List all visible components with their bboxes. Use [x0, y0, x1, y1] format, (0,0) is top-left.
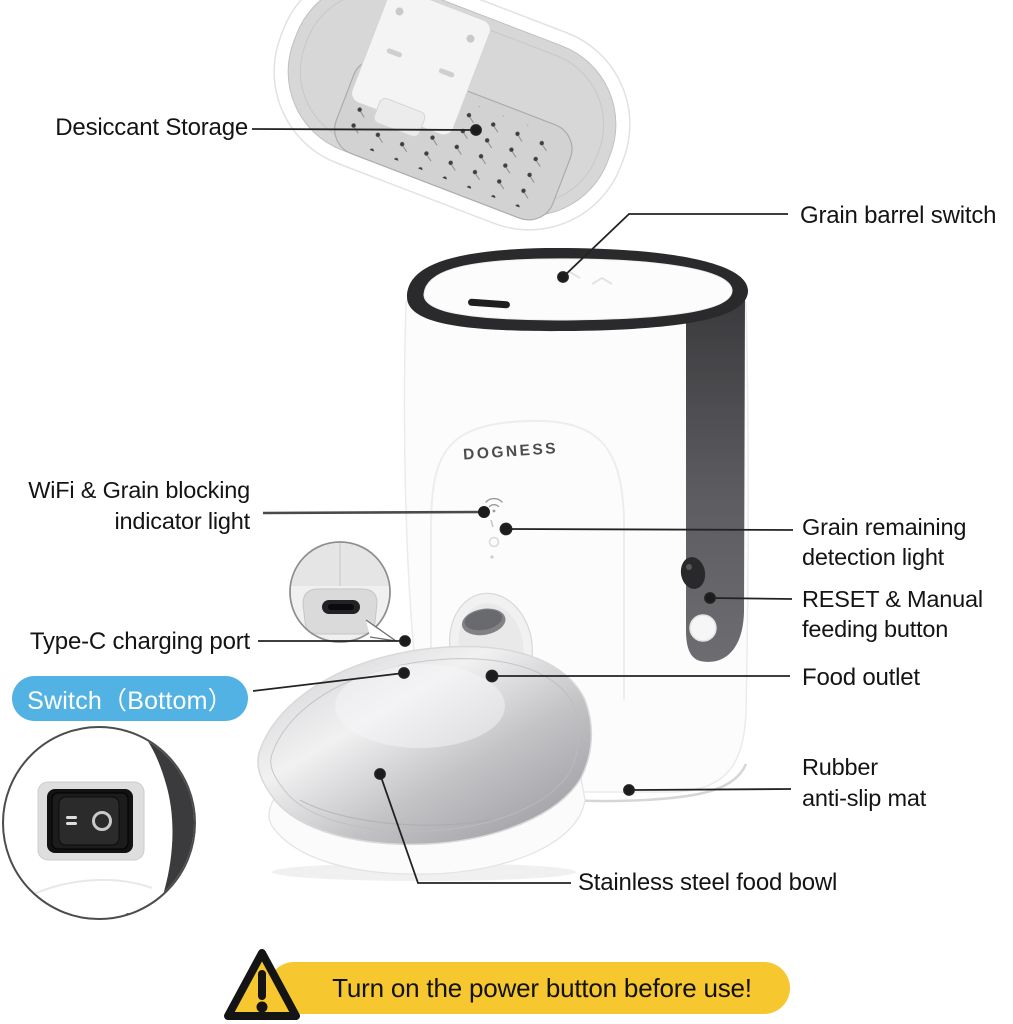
dogness-logo: DOGNESS [463, 440, 559, 464]
warning-banner-text: Turn on the power button before use! [332, 972, 752, 1003]
callout-wifi-line [262, 506, 490, 518]
rocker-switch [58, 796, 120, 846]
label-type-c-port: Type-C charging port [29, 628, 250, 655]
callout-desiccant-line [251, 124, 482, 136]
label-rubber-mat: Rubber anti-slip mat [802, 754, 927, 811]
label-desiccant-storage: Desiccant Storage [55, 114, 248, 141]
label-grain-remaining: Grain remaining detection light [802, 514, 967, 570]
callout-rubber-mat-line [623, 784, 792, 796]
reset-button-illustration [689, 614, 717, 642]
label-reset-manual-feeding: RESET & Manual feeding button [802, 586, 983, 642]
callout-switch-line [252, 667, 410, 692]
desiccant-lid-illustration [273, 0, 631, 231]
wifi-icon [485, 497, 503, 513]
food-bowl-illustration [257, 645, 593, 881]
warning-banner: Turn on the power button before use! [268, 962, 790, 1014]
label-wifi-grain-blocking: WiFi & Grain blocking indicator light [28, 477, 250, 534]
callout-bowl-line [374, 768, 571, 884]
callout-type-c-line [258, 635, 411, 647]
callout-reset-line [704, 592, 793, 604]
callout-lines [251, 124, 794, 884]
callout-grain-remaining-line [499, 522, 794, 536]
label-grain-barrel-switch: Grain barrel switch [800, 202, 997, 229]
label-food-outlet: Food outlet [802, 664, 920, 691]
label-steel-bowl: Stainless steel food bowl [578, 869, 838, 896]
type-c-inset [289, 541, 397, 643]
warning-triangle-icon [224, 949, 300, 1020]
label-switch-bottom: Switch（Bottom） [12, 676, 248, 721]
indicator-lights [488, 519, 500, 559]
callout-grain-barrel-line [557, 213, 788, 283]
callout-food-outlet-line [485, 669, 790, 683]
power-switch-inset [2, 726, 196, 920]
